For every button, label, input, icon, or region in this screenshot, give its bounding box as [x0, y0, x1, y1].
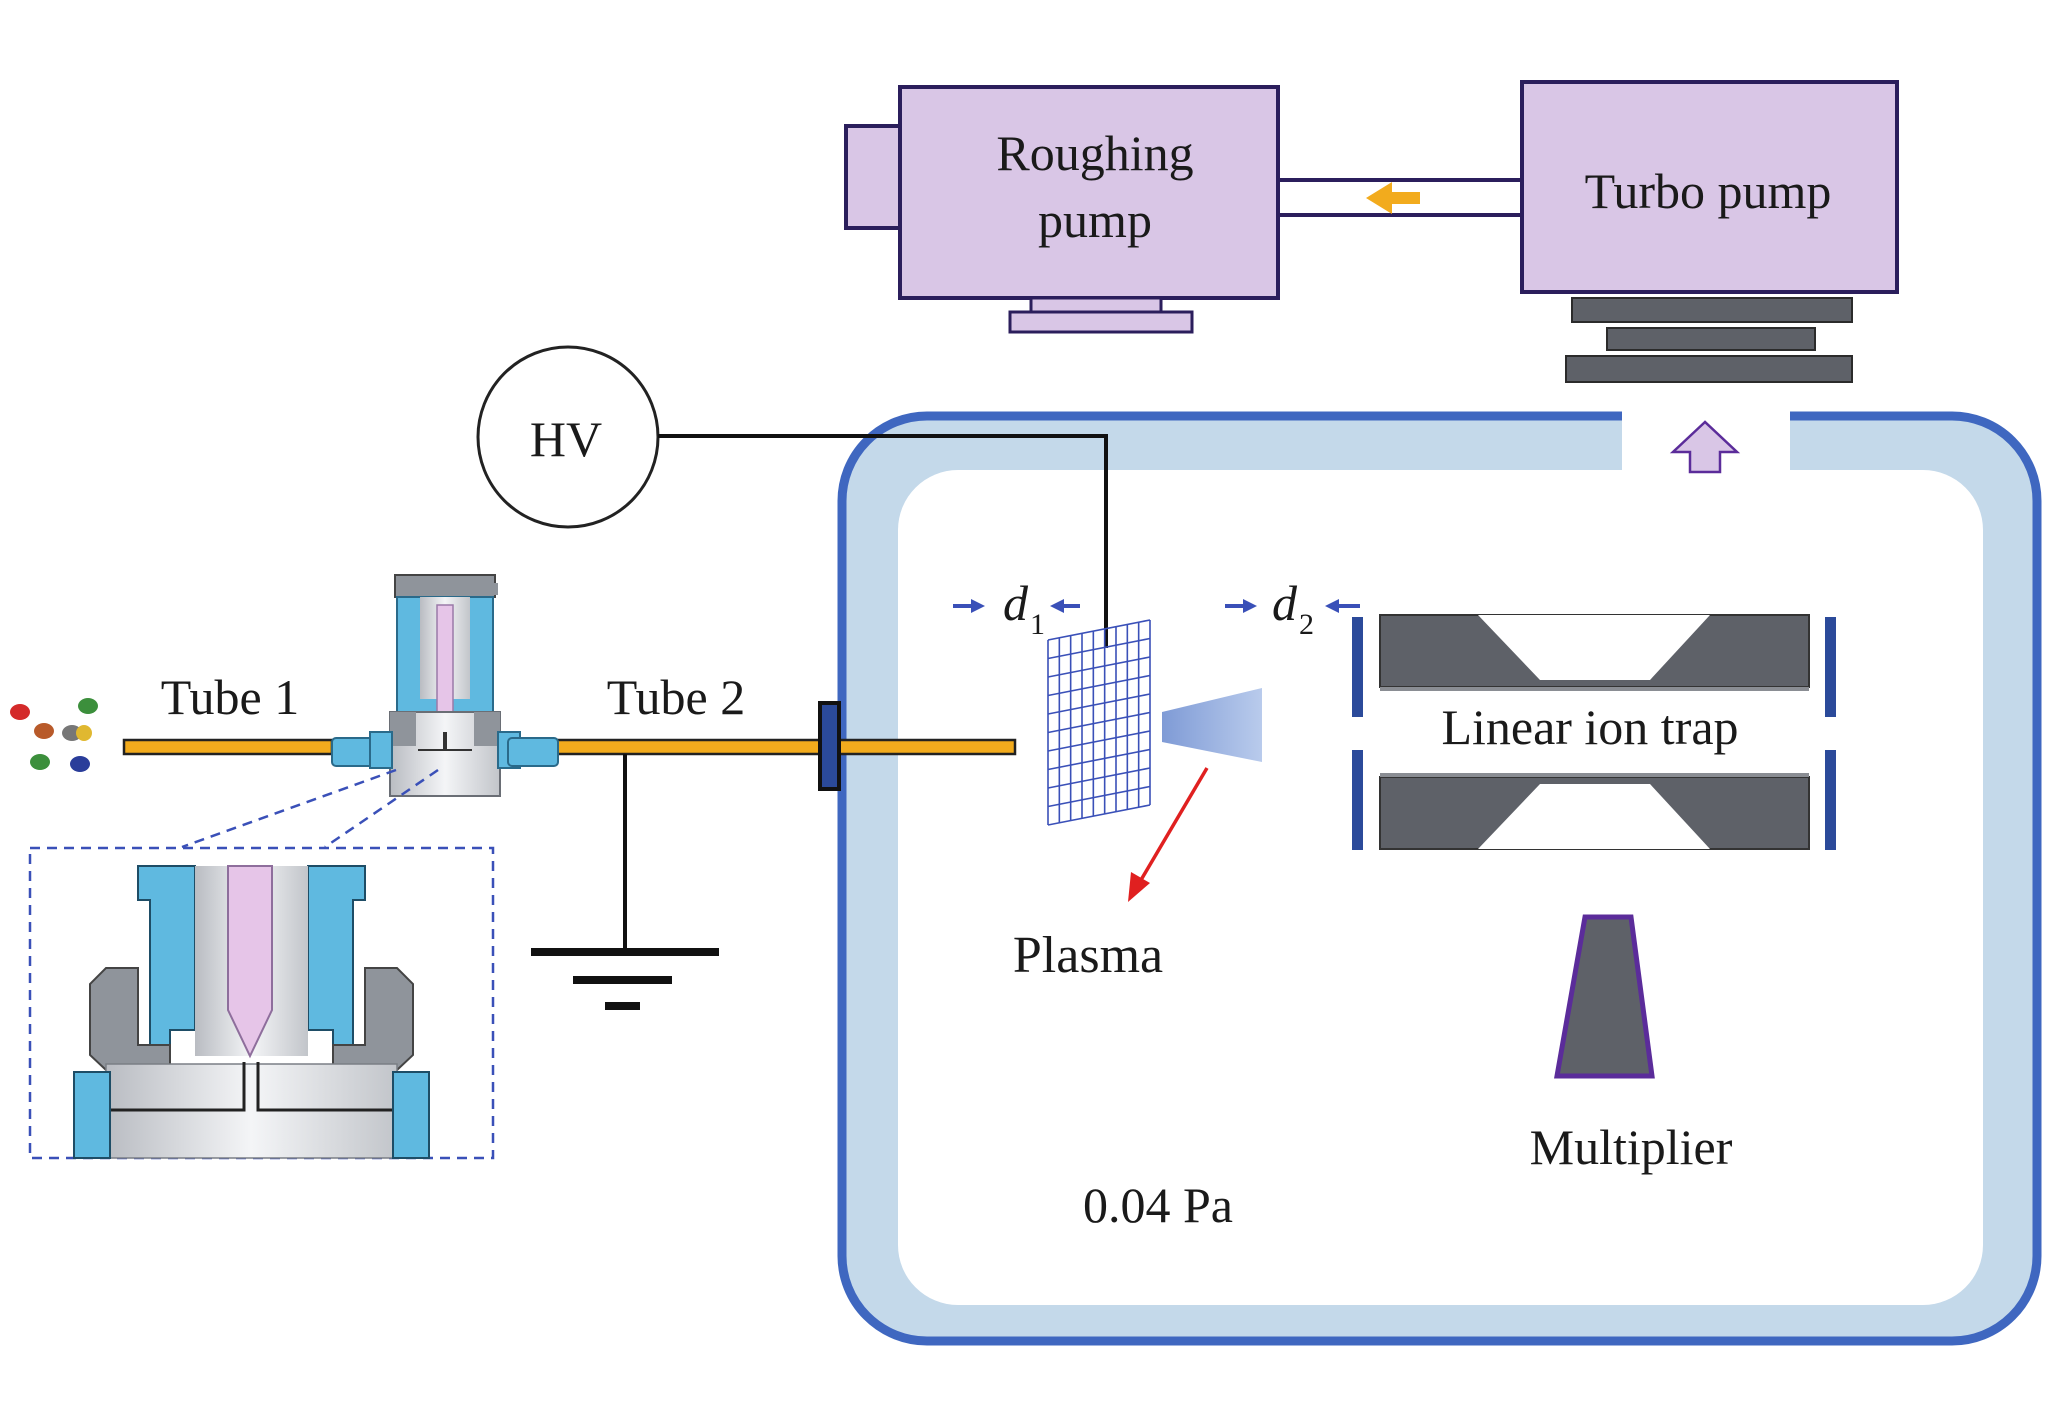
- mesh-wire: [1047, 767, 1151, 789]
- tube-2-label: Tube 2: [607, 669, 745, 725]
- mesh-wire: [1047, 656, 1151, 678]
- mesh-wire: [1047, 619, 1151, 641]
- d2-label: d: [1272, 575, 1298, 631]
- mesh-wire: [1047, 711, 1151, 734]
- pump-out-arrow-icon: [1669, 420, 1741, 474]
- d1-marker: d 1: [953, 575, 1080, 641]
- pressure-label: 0.04 Pa: [1083, 1177, 1233, 1233]
- hv-wire: [658, 434, 1108, 648]
- plasma-arrow: [1128, 767, 1209, 902]
- plasma-label: Plasma: [1013, 927, 1163, 984]
- linear-ion-trap: Linear ion trap: [1352, 614, 1836, 850]
- pump-connector: [1278, 178, 1522, 217]
- d2-subscript: 2: [1299, 608, 1314, 641]
- mesh-wire: [1047, 785, 1151, 808]
- mesh-electrode-icon: [1047, 619, 1151, 826]
- needle-valve-icon: [331, 574, 559, 797]
- turbo-pump-label: Turbo pump: [1585, 163, 1832, 219]
- hv-label: HV: [530, 411, 602, 467]
- linear-ion-trap-label: Linear ion trap: [1441, 699, 1738, 755]
- mesh-wire: [1047, 674, 1151, 697]
- turbo-pump-icon: Turbo pump: [1520, 80, 1899, 383]
- tube-1-label: Tube 1: [161, 669, 299, 725]
- d1-subscript: 1: [1030, 608, 1045, 641]
- zoom-line-left: [181, 768, 397, 849]
- d1-label: d: [1003, 575, 1029, 631]
- multiplier-icon: [1554, 914, 1655, 1079]
- roughing-pump-icon: Roughing pump: [844, 85, 1280, 334]
- plasma-glow: [1162, 688, 1262, 762]
- mesh-wire: [1047, 730, 1151, 752]
- sample-droplets-icon: [10, 698, 98, 772]
- vacuum-chamber: [837, 400, 2042, 1346]
- mesh-wire: [1047, 804, 1151, 826]
- roughing-pump-label-line2: pump: [1038, 192, 1152, 248]
- d2-marker: d 2: [1225, 575, 1360, 641]
- roughing-pump-label: Roughing: [996, 125, 1193, 181]
- mesh-wire: [1047, 748, 1151, 771]
- flow-arrow-icon: [1366, 182, 1420, 214]
- ground-symbol-icon: [531, 754, 719, 1010]
- needle-valve-detail: [28, 846, 495, 1160]
- feedthrough-flange: [818, 701, 841, 791]
- zoom-line-right: [324, 768, 439, 849]
- hv-supply-icon: HV: [476, 345, 660, 529]
- mesh-wire: [1047, 637, 1151, 660]
- mesh-wire: [1047, 693, 1151, 715]
- multiplier-label: Multiplier: [1530, 1119, 1733, 1175]
- tube-1: [122, 738, 334, 756]
